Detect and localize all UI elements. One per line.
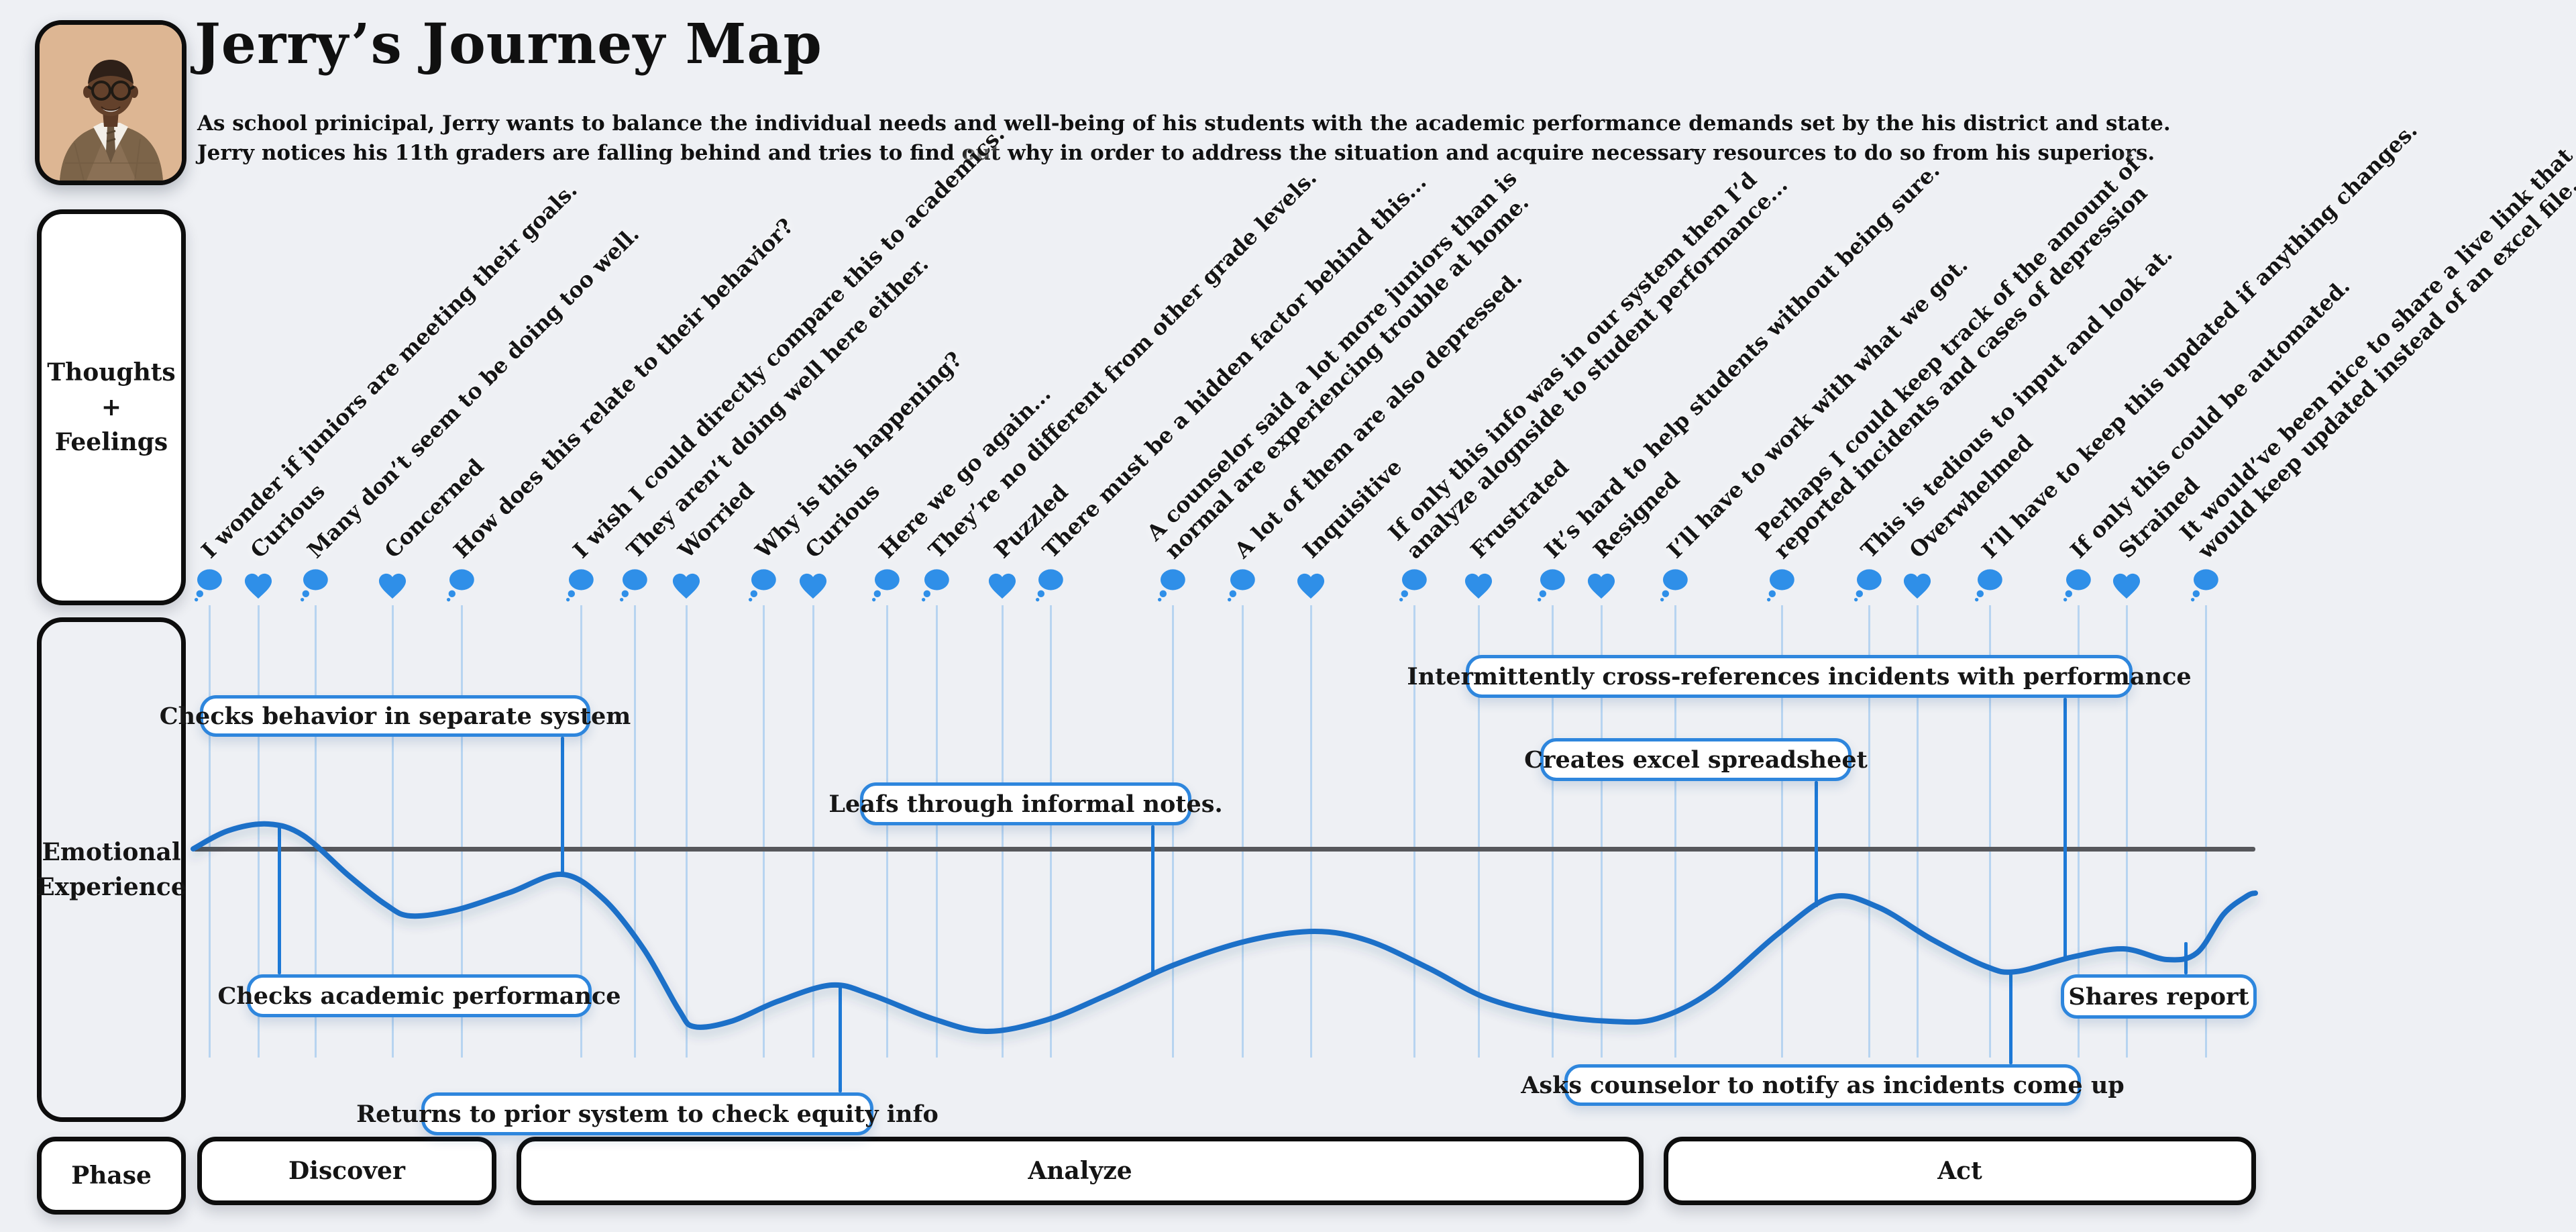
timeline-tick-line (461, 605, 463, 1058)
action-label: Returns to prior system to check equity … (356, 1092, 938, 1135)
heart-icon (1295, 572, 1326, 603)
avatar-illustration (40, 25, 182, 181)
timeline-tick-line (315, 605, 317, 1058)
timeline-tick-line (392, 605, 394, 1058)
action-connector-line (1151, 825, 1155, 974)
timeline-tick-line (1478, 605, 1480, 1058)
timeline-tick-line (812, 605, 814, 1058)
action-connector-line (2063, 698, 2067, 960)
page-description: As school prinicipal, Jerry wants to bal… (197, 111, 2171, 166)
thought-bubble-icon (619, 568, 650, 605)
timeline-tick-line (209, 605, 211, 1058)
heart-icon (1902, 572, 1933, 603)
phase-analyze: Analyze (517, 1137, 1644, 1205)
heart-icon (987, 572, 1018, 603)
neutral-baseline (193, 847, 2255, 852)
action-label: Shares report (2061, 974, 2257, 1019)
thought-bubble-icon (871, 568, 902, 605)
heart-icon (798, 572, 828, 603)
thought-bubble-icon (300, 568, 331, 605)
timeline-tick-line (580, 605, 582, 1058)
thought-bubble-icon (1157, 568, 1188, 605)
timeline-tick-line (936, 605, 938, 1058)
timeline-tick-line (886, 605, 888, 1058)
thought-bubble-icon (446, 568, 477, 605)
timeline-tick-line (1172, 605, 1174, 1058)
action-label: Checks behavior in separate system (160, 695, 631, 737)
timeline-tick-line (1989, 605, 1991, 1058)
action-connector-line (561, 737, 564, 876)
timeline-tick-line (1917, 605, 1919, 1058)
thought-bubble-icon (1854, 568, 1884, 605)
action-connector-line (839, 986, 842, 1092)
timeline-tick-line (1002, 605, 1004, 1058)
timeline-tick-line (2205, 605, 2207, 1058)
thought-bubble-icon (1227, 568, 1258, 605)
heart-icon (1586, 572, 1617, 603)
action-label: Leafs through informal notes. (828, 782, 1223, 825)
phase-act: Act (1664, 1137, 2256, 1205)
timeline-tick-line (1552, 605, 1554, 1058)
heart-icon (671, 572, 702, 603)
thought-bubble-icon (1766, 568, 1797, 605)
thought-bubble-icon (2190, 568, 2221, 605)
action-label: Intermittently cross-references incident… (1407, 655, 2192, 698)
timeline-tick-line (1601, 605, 1603, 1058)
row-label-phase: Phase (37, 1137, 186, 1215)
thought-bubble-icon (1035, 568, 1066, 605)
avatar (35, 20, 186, 185)
thought-bubble-icon (194, 568, 225, 605)
timeline-tick-line (686, 605, 688, 1058)
action-label: Asks counselor to notify as incidents co… (1521, 1064, 2125, 1106)
page-title: Jerry’s Journey Map (195, 12, 822, 76)
heart-icon (2111, 572, 2142, 603)
heart-icon (243, 572, 274, 603)
timeline-tick-line (2126, 605, 2128, 1058)
row-label-emotional-experience: Emotional Experience (36, 617, 186, 1122)
thought-bubble-icon (1537, 568, 1568, 605)
phase-discover: Discover (197, 1137, 496, 1205)
timeline-tick-line (1781, 605, 1783, 1058)
timeline-tick-line (258, 605, 260, 1058)
thought-bubble-icon (748, 568, 779, 605)
row-label-thoughts-feelings: Thoughts + Feelings (37, 209, 186, 605)
thought-bubble-icon (2063, 568, 2094, 605)
action-connector-line (1815, 781, 1818, 907)
action-label: Creates excel spreadsheet (1524, 738, 1868, 781)
timeline-tick-line (1050, 605, 1052, 1058)
timeline-tick-line (634, 605, 636, 1058)
action-connector-line (2009, 972, 2012, 1064)
timeline-tick-line (1310, 605, 1312, 1058)
thought-bubble-icon (566, 568, 596, 605)
timeline-tick-line (1674, 605, 1676, 1058)
action-label: Checks academic performance (218, 974, 621, 1017)
timeline-tick-line (2078, 605, 2080, 1058)
thought-bubble-icon (921, 568, 952, 605)
timeline-tick-line (763, 605, 765, 1058)
timeline-tick-line (1413, 605, 1415, 1058)
heart-icon (1463, 572, 1494, 603)
thought-bubble-icon (1660, 568, 1690, 605)
timeline-tick-line (1868, 605, 1870, 1058)
thought-bubble-icon (1399, 568, 1430, 605)
action-connector-line (278, 825, 281, 974)
heart-icon (377, 572, 408, 603)
thought-bubble-icon (1974, 568, 2005, 605)
timeline-tick-line (1242, 605, 1244, 1058)
